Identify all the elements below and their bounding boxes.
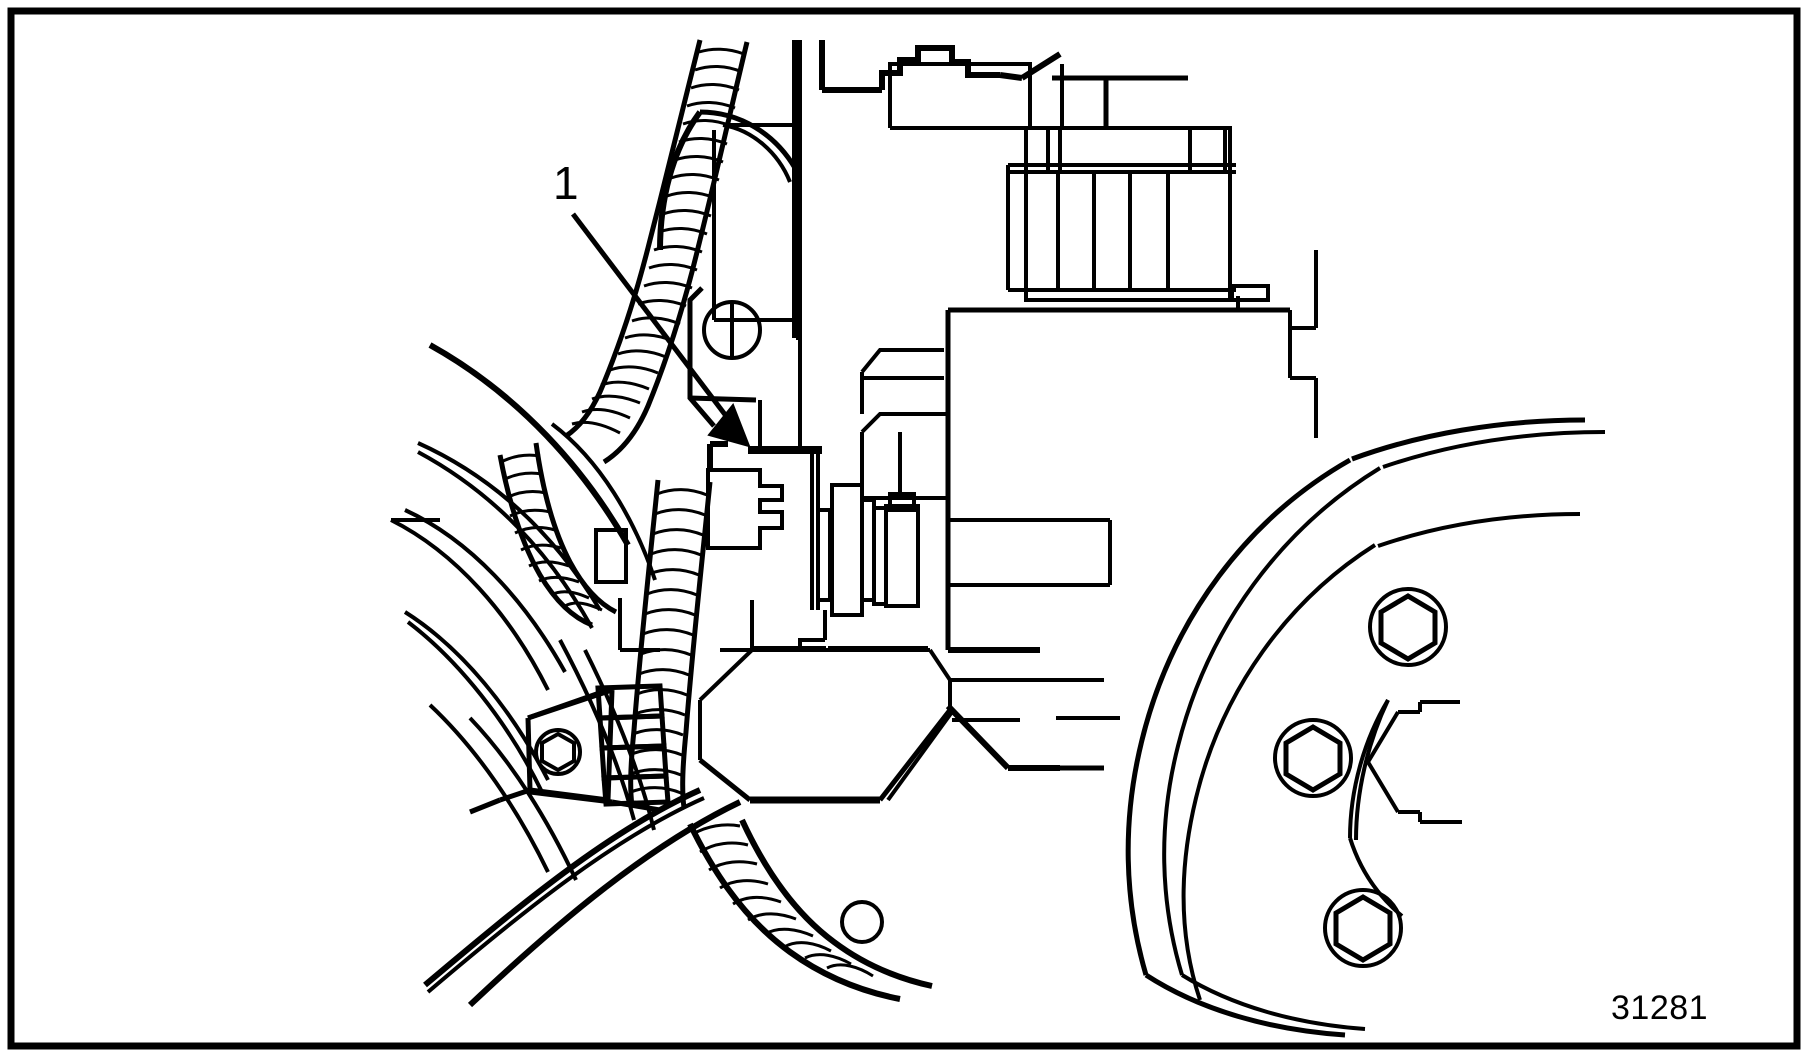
cable-clamp-bracket [469,687,661,815]
hub-hex-bolt-top [1368,587,1448,667]
wheel-hub-with-hex-bolts [1125,417,1606,1038]
electrical-connector [706,441,920,617]
hexagonal-cover-plate [698,648,1060,804]
conduit-clamp-blocks [595,683,671,807]
corrugated-conduit-tail [687,818,933,1002]
callout-arrowhead [707,403,751,448]
left-housing-contours [390,342,742,1008]
corrugated-conduit-lower [628,479,713,809]
callout-number-1: 1 [553,157,579,209]
hub-hex-bolt-middle [1273,718,1353,798]
figure-number: 31281 [1611,989,1709,1027]
central-machine-body [618,40,1318,653]
hub-hex-bolt-bottom [1323,888,1403,968]
bolt-washer-circle [534,728,582,776]
housing-shelf-lines [1020,678,1120,771]
hex-head-mounting-bolt [540,731,576,773]
plug-circle [840,900,884,944]
conduit-retainer-block [594,528,628,584]
corrugated-conduit-branch [497,442,618,628]
